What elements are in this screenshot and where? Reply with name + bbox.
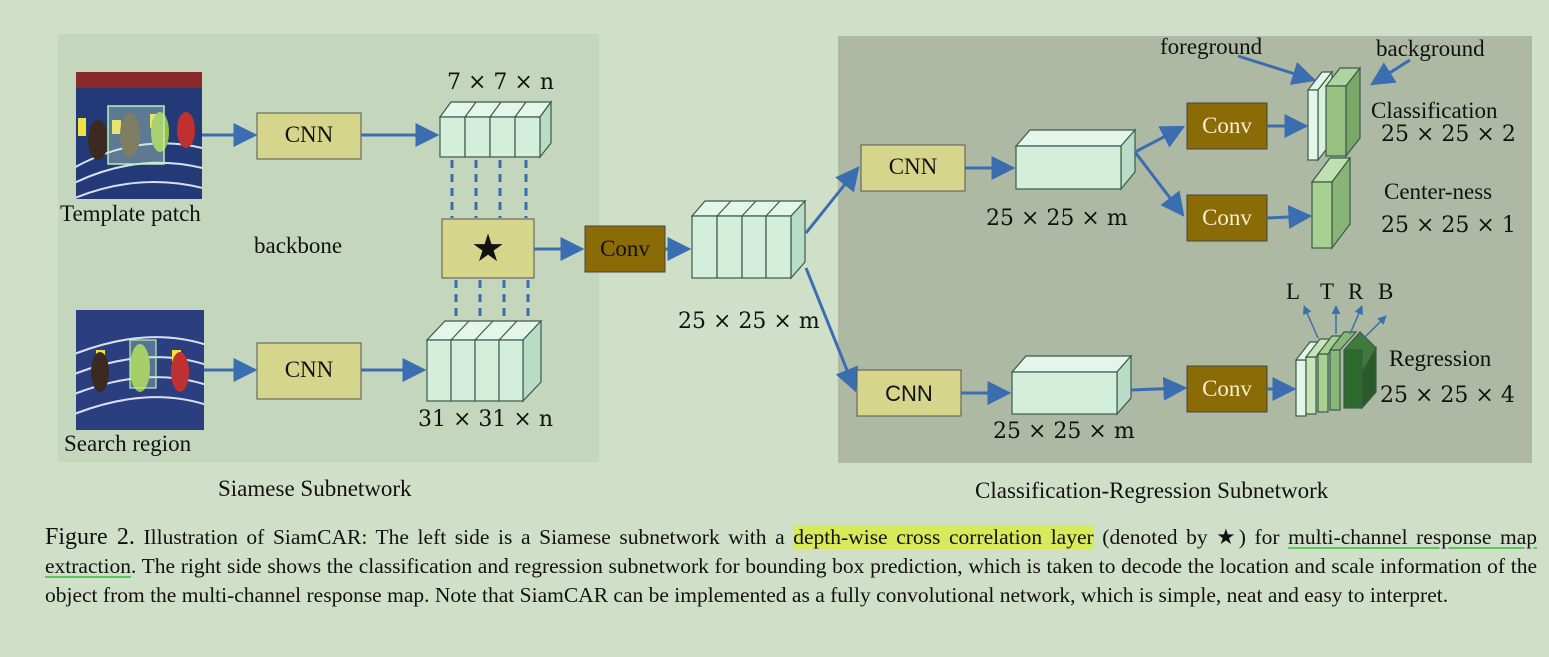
cnn-reg-label: CNN xyxy=(885,381,933,406)
cnn-search-label: CNN xyxy=(284,357,334,382)
arrow-foreground xyxy=(1237,54,1317,85)
search-feature-stack xyxy=(425,319,543,403)
template-patch-image xyxy=(76,72,202,199)
cnn-template-label: CNN xyxy=(284,122,334,147)
ltrb-l: L xyxy=(1286,279,1301,304)
caption-part2: (denoted by ★) for xyxy=(1093,525,1289,549)
cnn-cls-label: CNN xyxy=(888,154,938,179)
arrow-feature-to-cen-conv xyxy=(1133,151,1185,217)
arrow-b xyxy=(1363,315,1387,339)
ltrb-t: T xyxy=(1320,279,1335,304)
cnn-template-box xyxy=(256,112,362,160)
regression-dims: 25 × 25 × 4 xyxy=(1380,383,1515,408)
backbone-label: backbone xyxy=(254,233,343,258)
conv-cls-label: Conv xyxy=(1202,113,1252,138)
template-patch-label: Template patch xyxy=(60,201,201,226)
conv-cen-label: Conv xyxy=(1202,205,1252,230)
centerness-dims: 25 × 25 × 1 xyxy=(1381,213,1516,238)
conv-middle-box xyxy=(584,225,666,273)
regression-output xyxy=(1294,331,1377,417)
search-region-label: Search region xyxy=(64,431,192,456)
caption-part3: . The right side shows the classificatio… xyxy=(45,554,1537,607)
centerness-output xyxy=(1310,156,1352,250)
classification-label: Classification xyxy=(1371,98,1498,123)
conv-reg-label: Conv xyxy=(1202,376,1252,401)
cls-feature-slab xyxy=(1014,128,1137,191)
caption-part1: Illustration of SiamCAR: The left side i… xyxy=(134,525,794,549)
depthwise-correlation-box xyxy=(441,218,535,279)
siamese-title: Siamese Subnetwork xyxy=(218,476,412,501)
foreground-label: foreground xyxy=(1160,34,1263,59)
correlation-dashed-lines xyxy=(450,160,530,320)
classification-output xyxy=(1306,66,1362,162)
arrow-l xyxy=(1303,305,1319,339)
ltrb-b: B xyxy=(1378,279,1394,304)
arrow-response-to-reg-cnn xyxy=(804,267,859,393)
cls-feature-dims: 25 × 25 × m xyxy=(986,206,1128,231)
response-dims: 25 × 25 × m xyxy=(678,309,820,334)
star-icon: ★ xyxy=(470,226,506,270)
centerness-label: Center-ness xyxy=(1384,179,1493,204)
conv-cen-box xyxy=(1186,194,1268,242)
template-feature-stack xyxy=(438,100,553,159)
arrow-feature-to-reg-conv xyxy=(1130,376,1188,401)
cls-reg-title: Classification-Regression Subnetwork xyxy=(975,478,1329,503)
caption-underline: multi-channel response map extraction xyxy=(45,525,1537,578)
figure-caption: Figure 2. Illustration of SiamCAR: The l… xyxy=(45,523,1537,610)
arrow-conv-to-cen-output xyxy=(1266,205,1313,229)
cnn-cls-box xyxy=(860,144,966,192)
caption-figure-number: Figure 2. xyxy=(45,524,135,550)
search-feature-dims: 31 × 31 × n xyxy=(418,407,553,432)
arrow-r xyxy=(1349,305,1363,335)
response-map-stack xyxy=(690,199,807,280)
regression-label: Regression xyxy=(1389,346,1492,371)
classification-dims: 25 × 25 × 2 xyxy=(1381,122,1516,147)
caption-highlight: depth-wise cross correlation layer xyxy=(793,525,1094,549)
template-feature-dims: 7 × 7 × n xyxy=(447,70,555,95)
conv-middle-label: Conv xyxy=(600,236,650,261)
arrow-response-to-cls-cnn xyxy=(804,166,860,234)
reg-feature-slab xyxy=(1010,354,1133,416)
arrow-feature-to-cls-conv xyxy=(1134,125,1186,154)
ltrb-r: R xyxy=(1348,279,1364,304)
background-label: background xyxy=(1376,36,1485,61)
conv-reg-box xyxy=(1186,365,1268,413)
conv-cls-box xyxy=(1186,102,1268,150)
reg-feature-dims: 25 × 25 × m xyxy=(993,419,1135,444)
arrow-background xyxy=(1369,58,1411,86)
cnn-search-box xyxy=(256,342,362,400)
search-region-image xyxy=(76,310,204,430)
siamcar-diagram xyxy=(58,34,1532,463)
